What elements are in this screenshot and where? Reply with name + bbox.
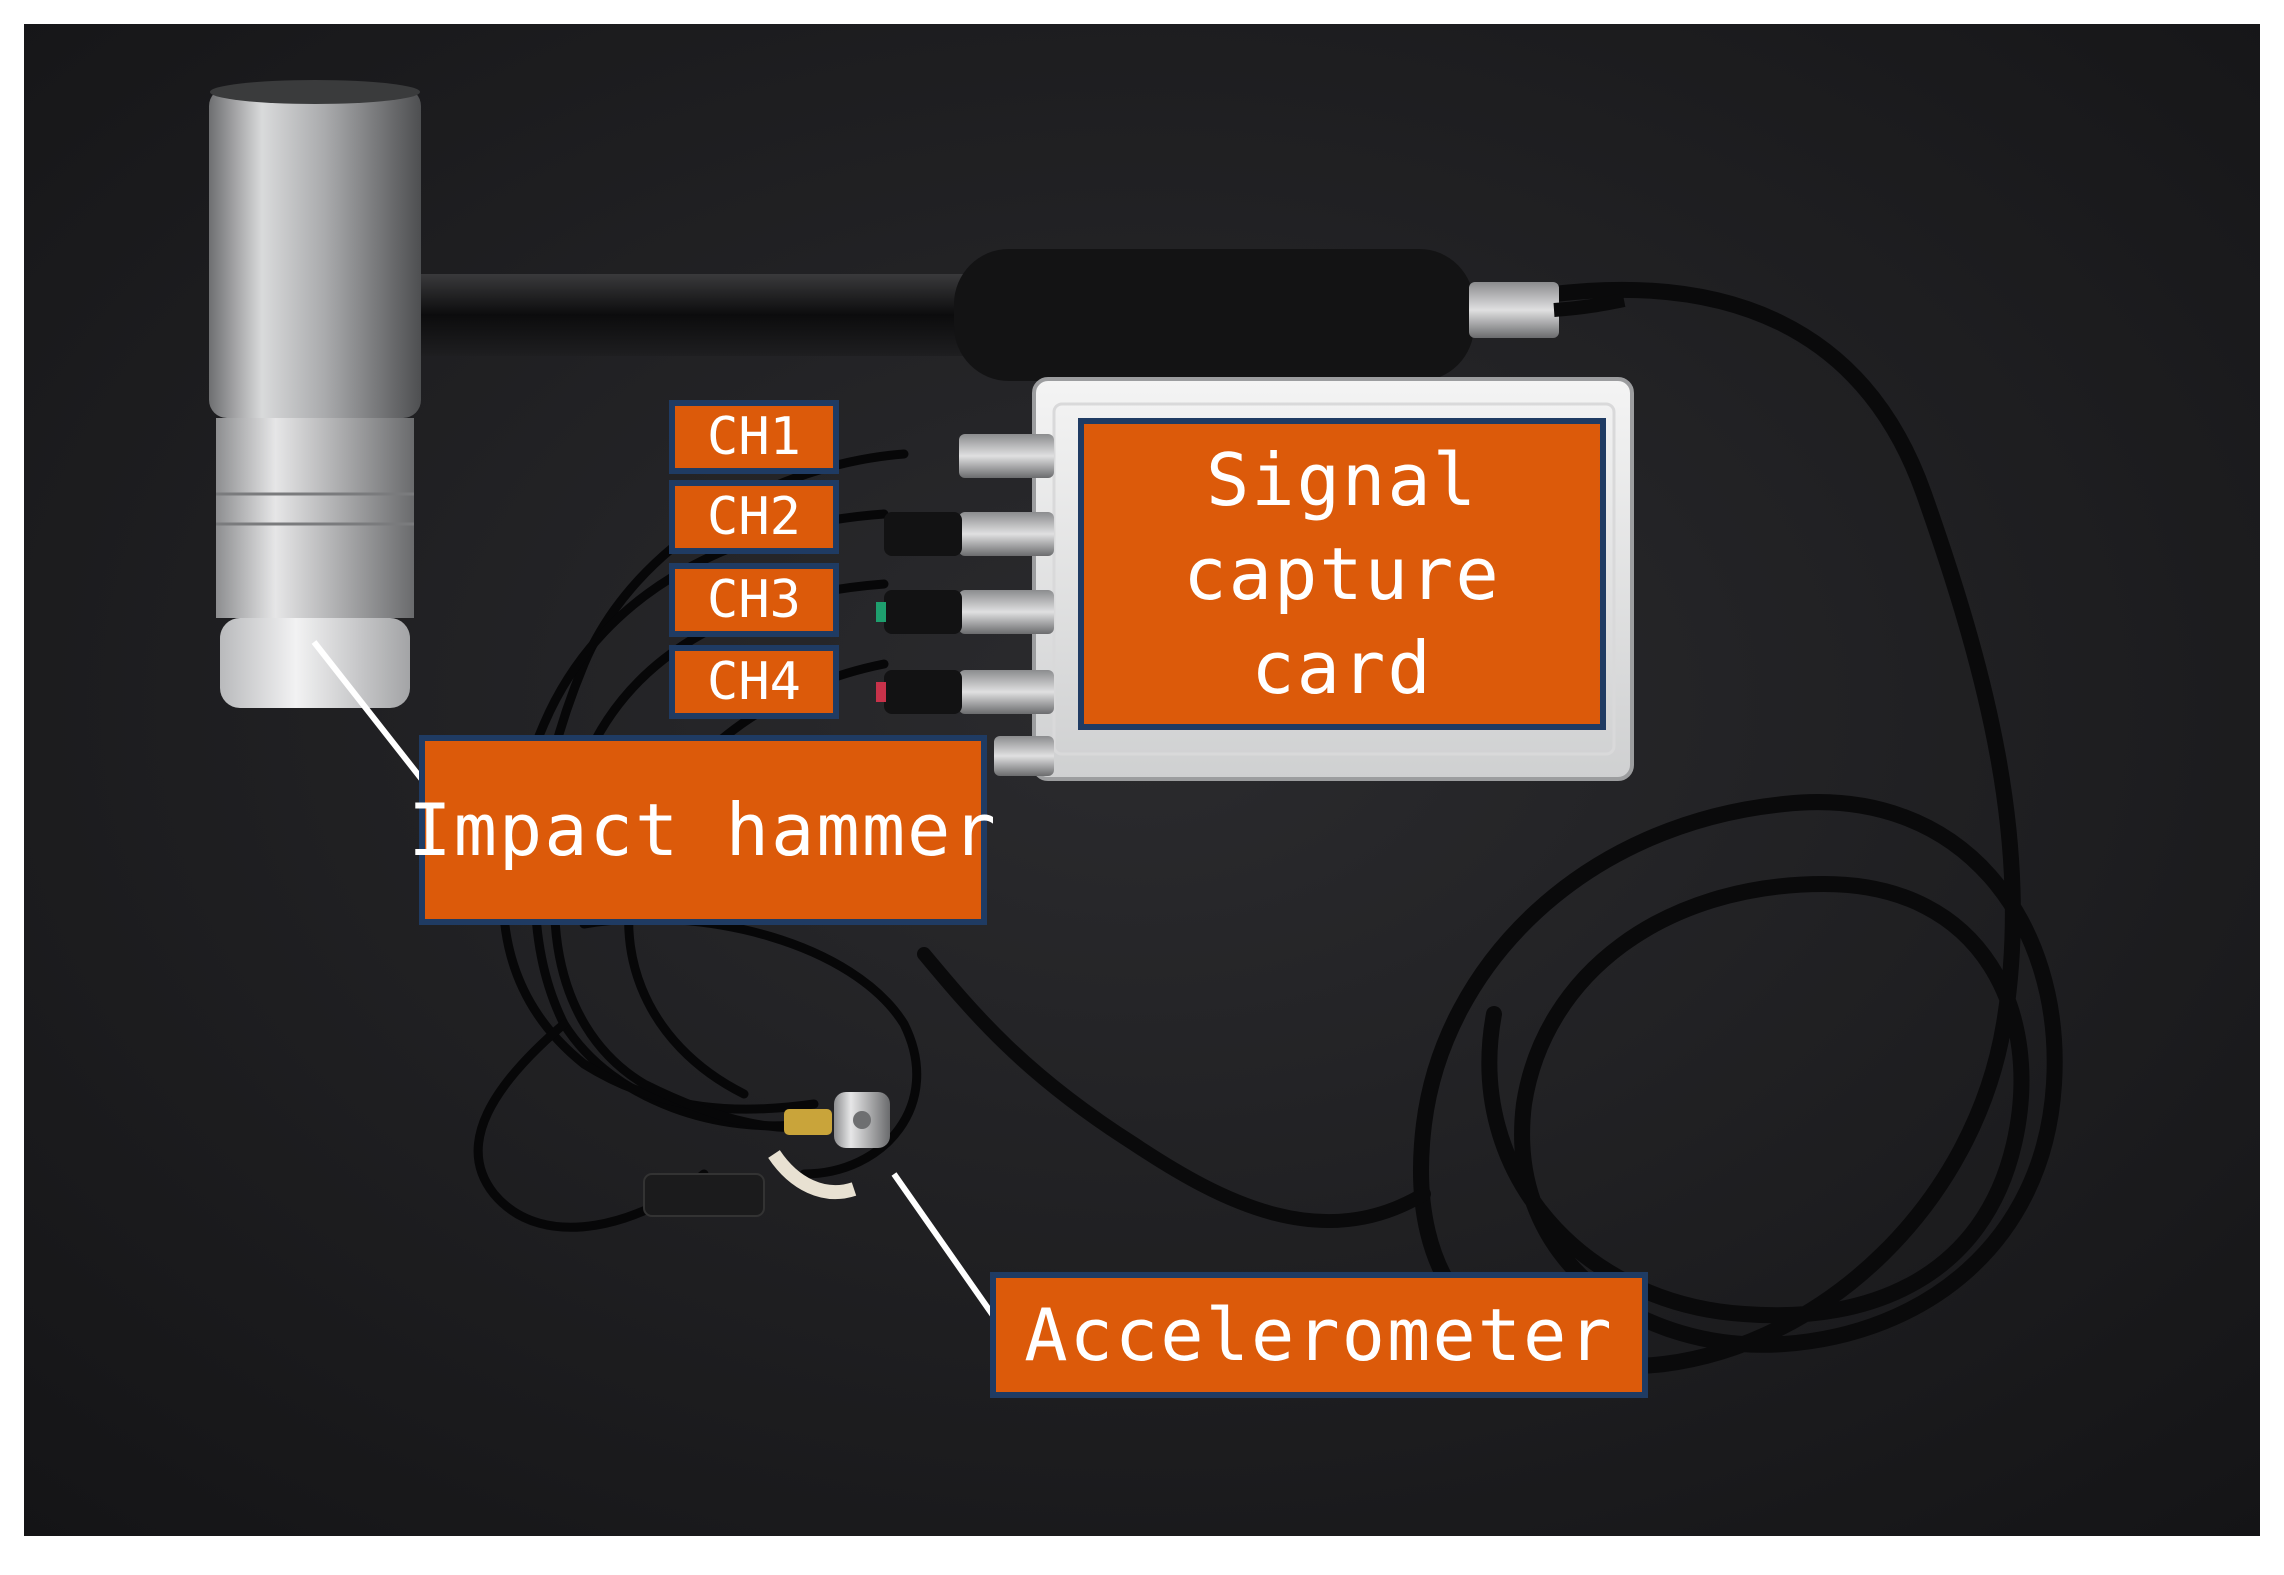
accelerometer-label: Accelerometer — [990, 1272, 1648, 1398]
ch2-label: CH2 — [669, 480, 839, 554]
hammer-cable-exit — [1553, 293, 1626, 317]
impact-hammer-label: Impact hammer — [408, 735, 996, 925]
accelerometer-leader-line — [891, 1172, 1002, 1326]
hammer-bnc-connector — [1469, 282, 1559, 338]
hammer-cable — [1413, 281, 2063, 1375]
signal-capture-card-line-3: card — [1251, 626, 1433, 710]
signal-capture-card-line-2: capture — [1183, 532, 1501, 616]
hammer-shaft — [384, 274, 1004, 356]
signal-capture-card-label: Signal capture card — [1078, 418, 1606, 730]
ch1-label: CH1 — [669, 400, 839, 474]
accelerometer-sensor — [643, 1092, 890, 1217]
signal-capture-card-line-1: Signal — [1205, 438, 1479, 522]
hammer-grip — [954, 249, 1474, 381]
ch4-label: CH4 — [669, 645, 839, 719]
capture-card-connectors — [876, 434, 1054, 776]
ch3-label: CH3 — [669, 563, 839, 637]
hammer-head — [209, 80, 421, 708]
hammer-cable-tail — [917, 947, 1431, 1229]
